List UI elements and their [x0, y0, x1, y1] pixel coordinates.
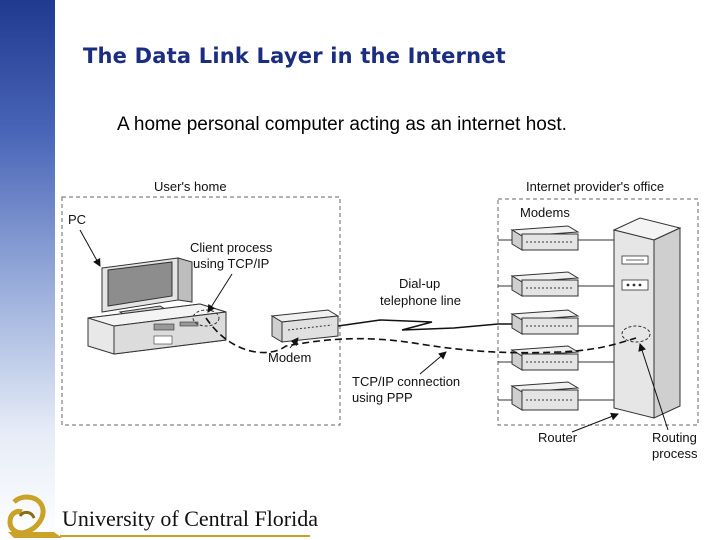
router-arrow — [571, 412, 619, 433]
side-gradient-bar — [0, 0, 55, 540]
provider-modem-2 — [510, 271, 580, 297]
routing-process-label-2: process — [652, 446, 698, 461]
client-process-ellipse — [192, 309, 220, 327]
routing-process-label: Routing — [652, 430, 697, 445]
modem-label: Modem — [268, 350, 311, 365]
modems-label: Modems — [520, 205, 570, 220]
router-label: Router — [538, 430, 578, 445]
users-home-boundary — [61, 196, 341, 426]
pc-label: PC — [68, 212, 86, 227]
provider-modem-4 — [510, 345, 580, 371]
client-process-label: Client process — [190, 240, 273, 255]
dialup-label-2: telephone line — [380, 293, 461, 308]
university-name: University of Central Florida — [62, 506, 319, 531]
tcpip-label-2: using PPP — [352, 390, 413, 405]
tcpip-ppp-connection — [205, 317, 637, 354]
routing-process-arrow — [638, 343, 669, 431]
modem-arrow — [289, 337, 299, 349]
modem-router-links — [498, 239, 614, 401]
pc-monitor — [101, 257, 193, 319]
slide-subtitle: A home personal computer acting as an in… — [117, 114, 567, 135]
provider-office-label: Internet provider's office — [526, 179, 664, 194]
users-home-label: User's home — [154, 179, 227, 194]
tcpip-arrow — [419, 351, 447, 375]
provider-modem-3 — [510, 309, 580, 335]
pc-case — [87, 303, 227, 355]
ucf-pegasus-logo-icon — [7, 494, 310, 538]
router-tower — [612, 217, 682, 419]
tcpip-label: TCP/IP connection — [352, 374, 460, 389]
routing-process-ellipse — [621, 325, 651, 343]
provider-modem-5 — [510, 381, 580, 411]
dialup-label: Dial-up — [399, 276, 440, 291]
client-process-arrow — [207, 273, 233, 313]
telephone-line — [337, 319, 512, 331]
provider-office-boundary — [497, 198, 699, 426]
home-modem — [270, 309, 340, 343]
pc-arrow — [79, 229, 101, 267]
client-process-label-2: using TCP/IP — [193, 256, 269, 271]
slide-title: The Data Link Layer in the Internet — [83, 44, 506, 68]
provider-modem-1 — [510, 225, 580, 251]
